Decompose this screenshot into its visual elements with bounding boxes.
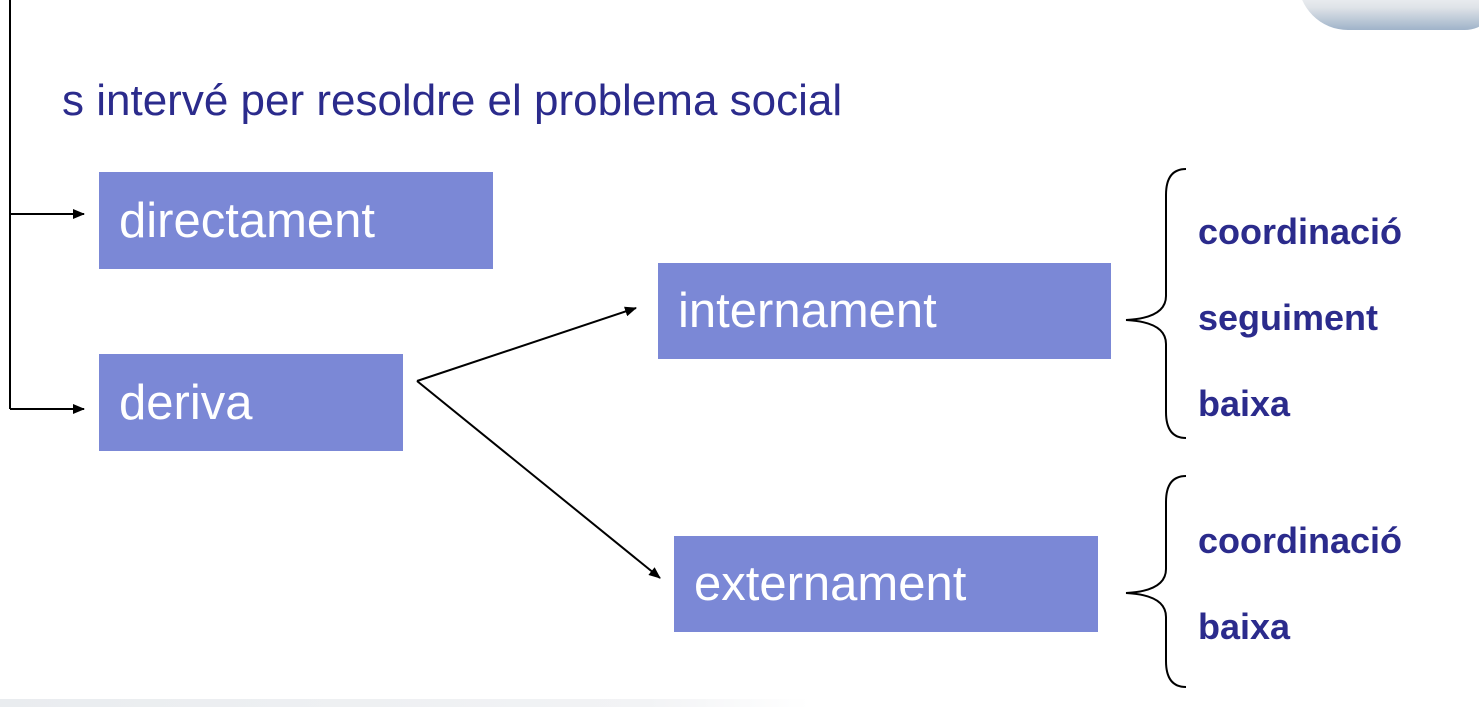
box-externament-label: externament bbox=[694, 557, 967, 611]
arrow-deriva-to-externament bbox=[416, 380, 661, 579]
brace-internament bbox=[1125, 168, 1187, 439]
internament-item-coordinacio: coordinació bbox=[1198, 211, 1403, 252]
box-internament: internament bbox=[658, 263, 1111, 359]
box-deriva-label: deriva bbox=[119, 375, 253, 430]
decorative-corner-graphic bbox=[1298, 0, 1479, 30]
internament-item-baixa: baixa bbox=[1198, 383, 1291, 424]
box-internament-label: internament bbox=[678, 284, 937, 338]
box-externament: externament bbox=[674, 536, 1098, 632]
box-directament: directament bbox=[99, 172, 493, 269]
arrow-deriva-to-internament bbox=[416, 306, 637, 382]
externament-item-baixa: baixa bbox=[1198, 606, 1291, 647]
decorative-bottom-strip bbox=[0, 699, 810, 707]
internament-item-seguiment: seguiment bbox=[1198, 297, 1379, 338]
slide-title: s intervé per resoldre el problema socia… bbox=[62, 76, 843, 125]
box-deriva: deriva bbox=[99, 354, 403, 451]
brace-externament bbox=[1125, 475, 1187, 688]
box-directament-label: directament bbox=[119, 193, 376, 248]
externament-item-coordinacio: coordinació bbox=[1198, 520, 1403, 561]
